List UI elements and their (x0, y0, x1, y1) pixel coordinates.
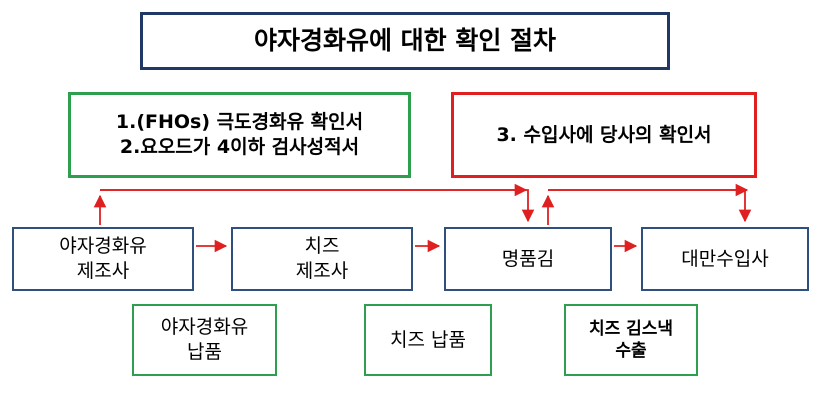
step-line: 야자경화유 (160, 316, 249, 339)
node-premium-laver: 명품김 (444, 227, 612, 291)
node-taiwan-importer: 대만수입사 (641, 227, 809, 291)
node-palm-oil-manufacturer: 야자경화유 제조사 (12, 227, 194, 291)
arrow-documents-to-laver (100, 189, 535, 223)
arrow-confirmation-to-importer (548, 189, 752, 223)
document-item-3: 3. 수입사에 당사의 확인서 (496, 123, 712, 146)
document-item-1: 1.(FHOs) 극도경화유 확인서 (115, 111, 364, 134)
title-text: 야자경화유에 대한 확인 절차 (253, 25, 557, 55)
step-cheese-laver-snack-export: 치즈 김스낵 수출 (564, 304, 698, 376)
node-line: 제조사 (76, 260, 130, 282)
step-line: 치즈 납품 (390, 328, 466, 351)
required-documents-box: 1.(FHOs) 극도경화유 확인서 2.요오드가 4이하 검사성적서 (68, 92, 411, 178)
node-line: 대만수입사 (681, 247, 769, 270)
node-line: 야자경화유 (59, 235, 147, 258)
importer-confirmation-box: 3. 수입사에 당사의 확인서 (451, 92, 757, 178)
diagram-title: 야자경화유에 대한 확인 절차 (140, 12, 670, 70)
step-cheese-delivery: 치즈 납품 (364, 304, 492, 376)
node-line: 제조사 (295, 260, 349, 282)
node-cheese-manufacturer: 치즈 제조사 (231, 227, 413, 291)
step-line: 수출 (615, 341, 647, 361)
node-line: 명품김 (501, 247, 555, 270)
step-palm-oil-delivery: 야자경화유 납품 (132, 304, 277, 376)
node-line: 치즈 (304, 235, 340, 258)
step-line: 납품 (187, 341, 222, 363)
document-item-2: 2.요오드가 4이하 검사성적서 (119, 136, 360, 158)
step-line: 치즈 김스낵 (588, 318, 674, 339)
